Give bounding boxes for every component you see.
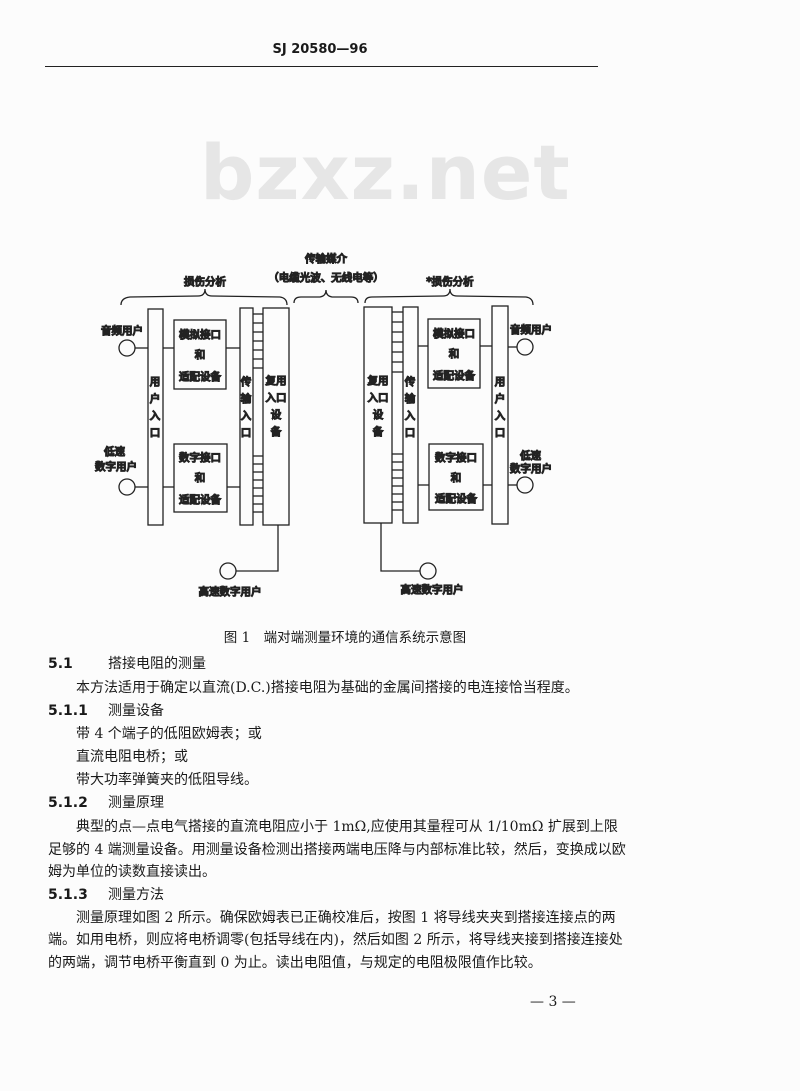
svg-text:户: 户 [495,392,506,405]
svg-text:备: 备 [373,425,384,438]
equipment-item: 带 4 个端子的低阻欧姆表；或 [76,726,262,742]
standard-number-header: SJ 20580—96 [272,42,368,57]
left-low-speed-label-2: 数字用户 [95,460,137,473]
svg-text:入: 入 [405,410,416,422]
svg-text:复用: 复用 [368,374,389,387]
right-audio-user-node [516,338,534,356]
right-brace [364,288,534,306]
right-channel-ladder [392,311,403,511]
svg-text:模拟接口: 模拟接口 [179,328,221,341]
svg-text:传: 传 [241,376,252,388]
right-low-speed-user-node [516,476,534,494]
svg-text:设: 设 [271,409,282,421]
svg-text:用: 用 [150,376,161,388]
left-low-speed-label-1: 低速 [104,445,125,458]
watermark: bzxz.net [200,128,571,217]
left-high-speed-user-label: 高速数字用户 [199,585,262,598]
left-high-speed-user-node [219,562,237,580]
svg-text:口: 口 [241,427,252,439]
left-impairment-label: 损伤分析 [184,275,226,288]
figure-caption: 图 1 端对端测量环境的通信系统示意图 [223,630,467,646]
method-line: 端。如用电桥，则应将电桥调零(包括导线在内)，然后如图 2 所示，将导线夹接到搭… [48,932,623,948]
svg-text:入: 入 [150,410,161,422]
svg-text:适配设备: 适配设备 [179,370,221,383]
svg-text:备: 备 [271,425,282,438]
middle-brace [293,289,359,304]
right-high-speed-user-node [419,562,437,580]
svg-text:适配设备: 适配设备 [433,369,475,382]
svg-text:和: 和 [449,348,460,360]
right-user-port [491,305,509,525]
right-analog-interface-box [427,318,481,389]
right-impairment-label: *损伤分析 [426,275,474,288]
svg-text:户: 户 [150,392,161,405]
method-line: 测量原理如图 2 所示。确保欧姆表已正确校准后，按图 1 将导线夹夹到搭接连接点… [76,910,616,926]
right-low-speed-label-2: 数字用户 [510,462,552,475]
left-transfer-port [239,307,254,526]
medium-title: 传输媒介 [305,252,347,265]
equipment-item: 直流电阻电桥；或 [76,749,188,765]
principle-line: 典型的点—点电气搭接的直流电阻应小于 1mΩ,应使用其量程可从 1/10mΩ 扩… [76,819,618,835]
left-audio-user-node [118,339,136,357]
left-user-port-label: 用 户 入 口 [149,375,161,439]
equipment-item: 带大功率弹簧夹的低阻导线。 [76,772,258,788]
svg-text:复用: 复用 [266,374,287,387]
svg-text:和: 和 [195,349,206,361]
svg-text:输: 输 [405,392,416,405]
svg-text:模拟接口: 模拟接口 [433,327,475,340]
svg-text:传: 传 [405,376,416,388]
right-digital-interface-box [428,443,484,511]
svg-text:入: 入 [241,410,252,422]
svg-text:输: 输 [241,392,252,405]
left-brace [120,288,288,306]
medium-subtitle: （电缆光波、无线电等） [268,271,384,284]
page-number: — 3 — [530,994,576,1010]
method-line: 的两端，调节电桥平衡直到 0 为止。读出电阻值，与规定的电阻极限值作比较。 [48,955,542,971]
svg-text:用: 用 [495,376,506,388]
svg-text:数字接口: 数字接口 [179,451,221,464]
left-mux-device [262,307,290,526]
right-mux-device [363,306,393,524]
svg-text:入: 入 [495,410,506,422]
svg-text:和: 和 [195,472,206,484]
left-analog-interface-box [173,319,227,390]
svg-text:入口: 入口 [368,392,389,404]
header-rule [45,66,598,67]
svg-text:和: 和 [451,472,462,484]
svg-text:设: 设 [373,409,384,421]
svg-text:口: 口 [150,427,161,439]
right-high-speed-user-label: 高速数字用户 [401,583,464,596]
left-user-port [147,308,164,526]
svg-text:入口: 入口 [266,392,287,404]
right-audio-user-label: 音频用户 [510,323,552,336]
svg-text:口: 口 [495,427,506,439]
svg-text:适配设备: 适配设备 [179,493,221,506]
left-low-speed-user-node [118,478,136,496]
left-audio-user-label: 音频用户 [101,324,143,337]
svg-text:适配设备: 适配设备 [435,492,477,505]
right-transfer-port [402,306,419,524]
svg-text:数字接口: 数字接口 [435,451,477,464]
left-channel-ladder [253,313,263,513]
principle-line: 姆为单位的读数直接读出。 [48,864,216,880]
principle-line: 足够的 4 端测量设备。用测量设备检测出搭接两端电压降与内部标准比较，然后，变换… [48,842,626,858]
section-5-1-text: 本方法适用于确定以直流(D.C.)搭接电阻为基础的金属间搭接的电连接恰当程度。 [76,680,579,696]
communication-system-diagram: 损伤分析 传输媒介 （电缆光波、无线电等） *损伤分析 音频用户 低速 数字用户… [94,251,552,598]
right-low-speed-label-1: 低速 [520,449,541,462]
left-digital-interface-box [173,443,228,513]
svg-text:口: 口 [405,427,416,439]
